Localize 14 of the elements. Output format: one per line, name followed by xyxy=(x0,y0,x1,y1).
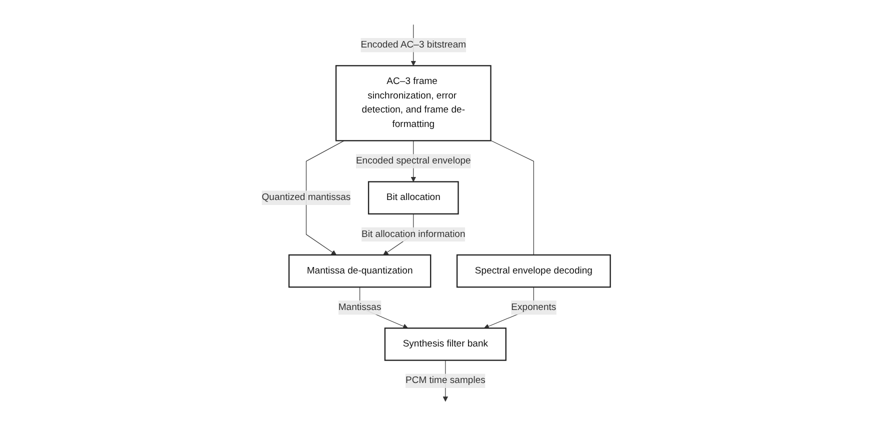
edge-label: Quantized mantissas xyxy=(262,192,351,203)
edge-label: Encoded spectral envelope xyxy=(356,156,471,166)
edge-label: Mantissas xyxy=(338,302,382,312)
connector xyxy=(490,140,534,256)
edge-label: Bit allocation information xyxy=(361,229,466,240)
edge-label: PCM time samples xyxy=(405,375,486,386)
node-box: Bit allocation xyxy=(368,181,459,214)
edge-label: Exponents xyxy=(511,302,556,312)
arrow xyxy=(306,140,344,256)
node-box: AC–3 frame sinchronization, error detection, and frame de-formatting xyxy=(335,65,492,142)
node-box: Mantissa de-quantization xyxy=(288,254,432,288)
node-box: Spectral envelope decoding xyxy=(456,254,611,288)
node-box: Synthesis filter bank xyxy=(384,328,506,361)
edge-label: Encoded AC–3 bitstream xyxy=(360,40,466,50)
